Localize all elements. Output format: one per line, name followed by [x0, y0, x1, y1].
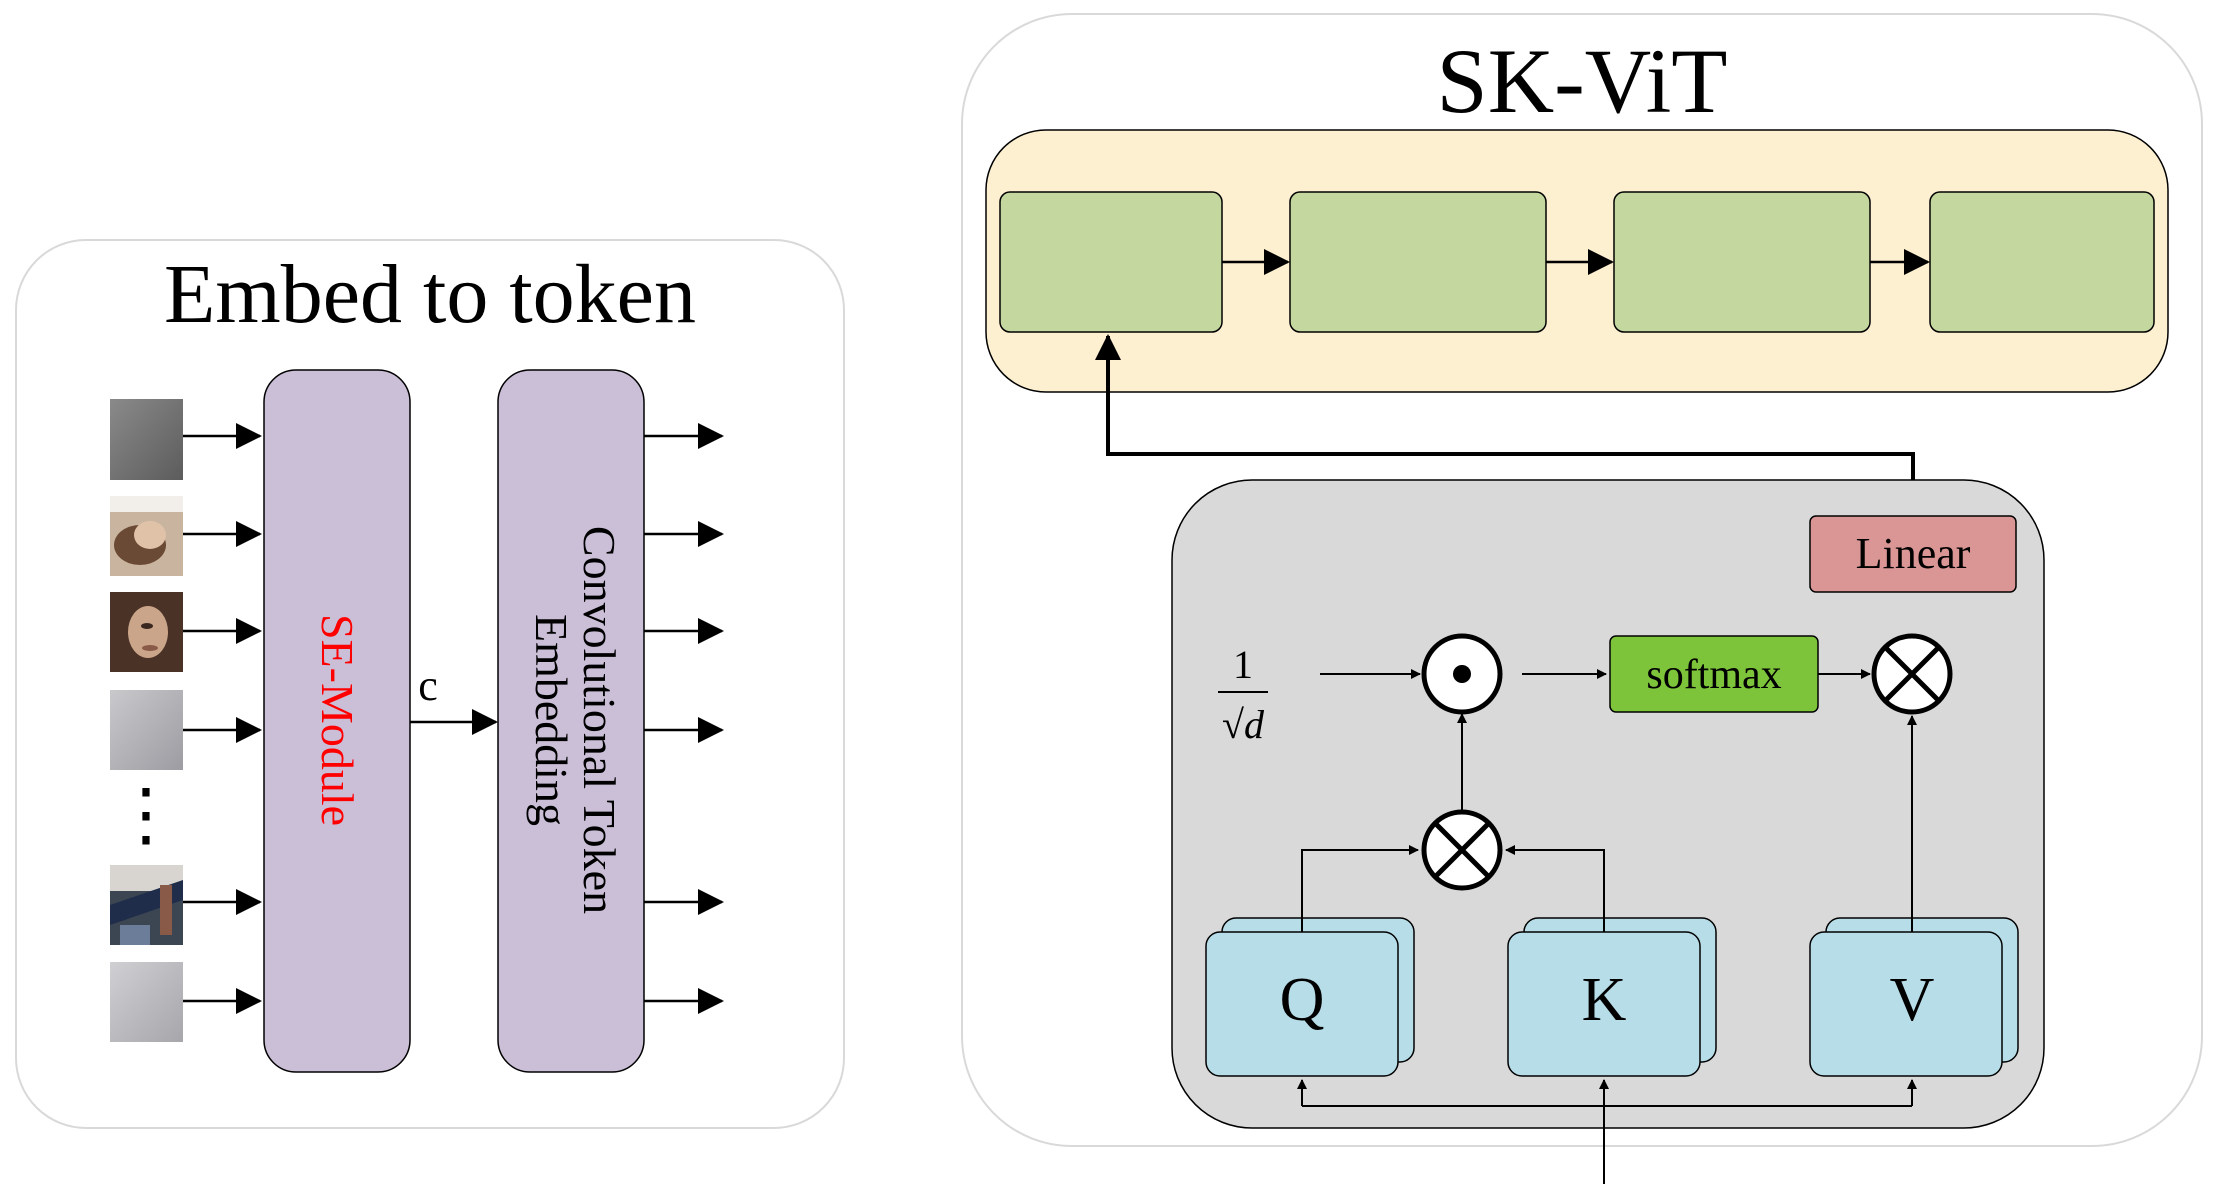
image-patch-6 — [110, 962, 183, 1042]
v-block: V — [1809, 917, 2019, 1077]
q-to-mult-arrow — [1301, 845, 1419, 932]
patch-arrows — [183, 423, 262, 1014]
image-patch-4 — [110, 690, 183, 770]
concat-label: c — [418, 661, 438, 710]
linear-label: Linear — [1856, 529, 1971, 578]
stage-block-1 — [999, 191, 1223, 333]
q-block: Q — [1205, 917, 1415, 1077]
se-module-block: SE-Module — [263, 369, 411, 1073]
k-block: K — [1507, 917, 1717, 1077]
linear-block: Linear — [1809, 515, 2017, 593]
k-label: K — [1582, 966, 1627, 1034]
k-to-mult-arrow — [1505, 845, 1605, 932]
embed-title: Embed to token — [164, 248, 696, 341]
stage-block-3 — [1613, 191, 1871, 333]
qk-multiply-operator — [1421, 809, 1503, 891]
softmax-block: softmax — [1609, 635, 1819, 713]
patch-ellipsis: ⋮ — [111, 777, 181, 854]
image-patch-5 — [110, 865, 183, 945]
output-multiply-operator — [1871, 633, 1953, 715]
sk-vit-title: SK-ViT — [1437, 30, 1728, 132]
image-patch-3 — [110, 592, 183, 672]
se-module-label: SE-Module — [312, 614, 363, 826]
v-label: V — [1890, 966, 1935, 1034]
token-output-arrows — [644, 423, 724, 1014]
scale-numerator: 1 — [1233, 642, 1253, 687]
scale-denominator: √d — [1222, 702, 1265, 747]
dot-operator — [1421, 633, 1503, 715]
input-lines — [1297, 1079, 1917, 1184]
embed-to-token-panel: Embed to token ⋮ — [15, 239, 845, 1129]
stage-block-4 — [1929, 191, 2155, 333]
stage-block-2 — [1289, 191, 1547, 333]
cte-label-line1: Convolutional Token — [574, 526, 625, 914]
softmax-label: softmax — [1646, 652, 1781, 698]
image-patch-1 — [110, 399, 183, 480]
cte-label-line2: Embedding — [526, 614, 577, 826]
conv-token-embedding-block: Convolutional Token Embedding — [497, 369, 645, 1073]
sk-vit-panel: SK-ViT Linear 1 √d — [961, 13, 2203, 1184]
q-label: Q — [1280, 966, 1325, 1034]
image-patch-2 — [110, 496, 183, 576]
image-patches: ⋮ — [110, 399, 183, 1042]
scale-factor: 1 √d — [1218, 642, 1268, 747]
